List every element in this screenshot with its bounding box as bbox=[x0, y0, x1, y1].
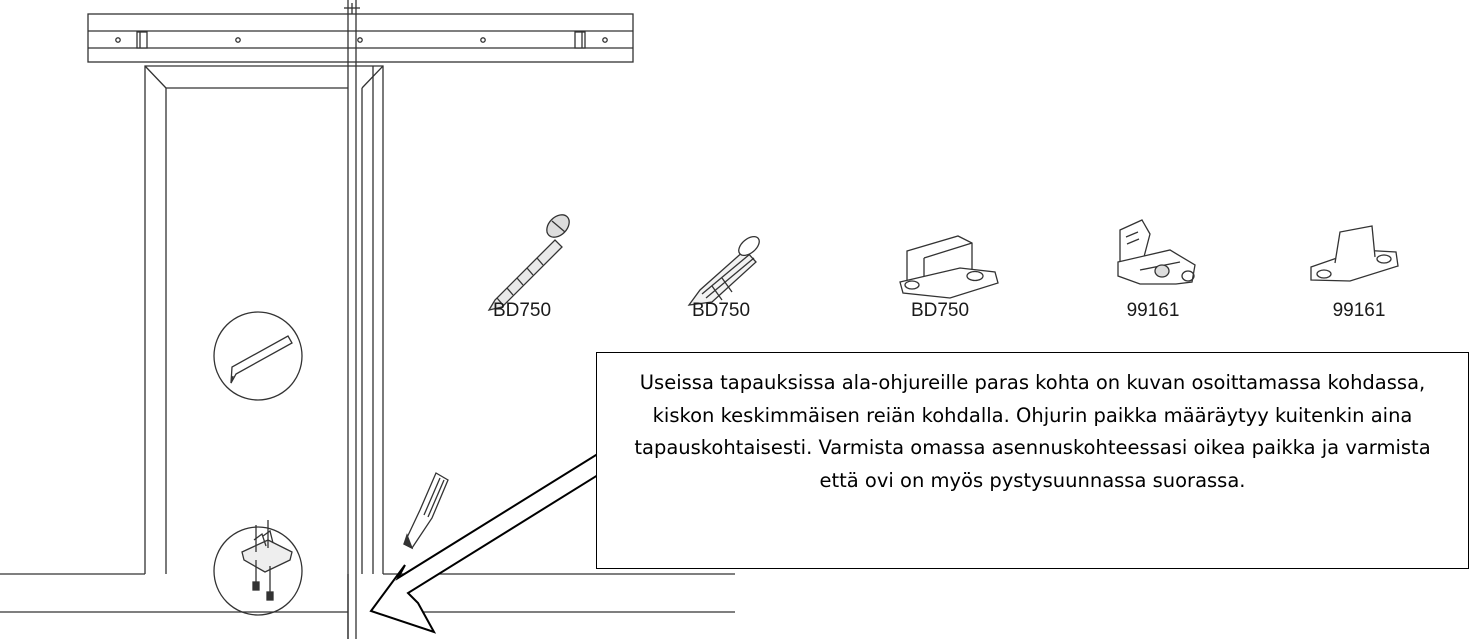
door-frame bbox=[144, 65, 384, 574]
part-code-wall-plug: BD750 bbox=[691, 300, 751, 321]
instruction-callout: Useissa tapauksissa ala-ohjureille paras… bbox=[596, 352, 1469, 569]
screw-icon bbox=[487, 214, 570, 311]
instruction-text: Useissa tapauksissa ala-ohjureille paras… bbox=[634, 371, 1431, 492]
flat-guide-icon bbox=[1310, 225, 1399, 282]
floor-guide-icon bbox=[899, 235, 999, 299]
floor bbox=[0, 573, 735, 639]
part-code-screw: BD750 bbox=[492, 300, 552, 321]
part-code-roller-bracket: 99161 bbox=[1126, 300, 1180, 321]
roller-bracket-icon bbox=[1117, 219, 1196, 285]
center-reference-lines bbox=[344, 0, 360, 639]
floor-guide-detail-icon bbox=[213, 520, 303, 616]
wall-plug-icon bbox=[687, 235, 760, 306]
part-code-flat-guide: 99161 bbox=[1332, 300, 1386, 321]
pencil-marker-icon bbox=[403, 472, 449, 550]
track-rail bbox=[87, 13, 634, 63]
part-code-floor-guide: BD750 bbox=[910, 300, 970, 321]
pencil-detail-icon bbox=[213, 311, 303, 401]
